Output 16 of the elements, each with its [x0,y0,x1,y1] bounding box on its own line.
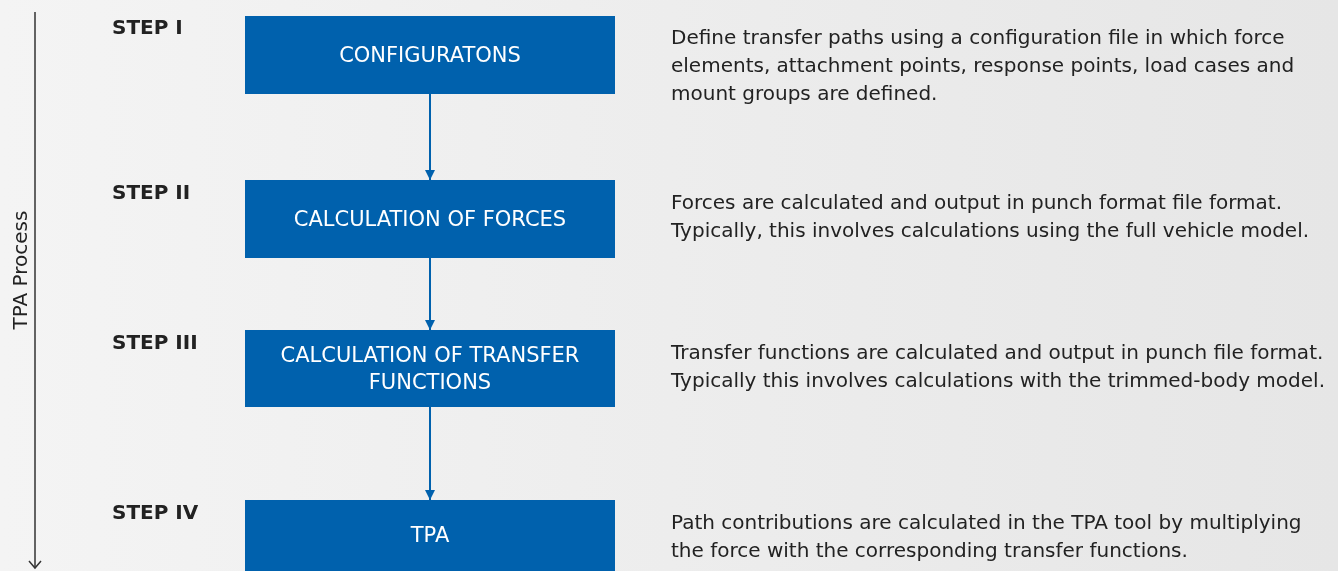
arrow [425,257,435,331]
step-label: STEP III [112,330,198,354]
axis-label: TPA Process [7,210,32,330]
description-text: Path contributions are calculated in the TPA tool by multiplying the force with the corresponding transfer functions. [671,509,1303,564]
arrow [425,93,435,181]
step-label: STEP I [112,15,183,39]
process-box: CALCULATION OF TRANSFER FUNCTIONS [245,330,615,407]
process-box: CALCULATION OF FORCES [245,180,615,258]
step-label: STEP IV [112,500,199,524]
process-box: TPA [245,500,615,571]
process-box: CONFIGURATONS [245,16,615,94]
description-text: Forces are calculated and output in punch format file format. Typically, this involves calculations using the full vehicle model. [671,189,1311,244]
arrow [425,406,435,501]
step-label: STEP II [112,180,191,204]
description-text: Define transfer paths using a configuration file in which force elements, attachment points, response points, load cases and mount groups are defined. [671,24,1296,107]
description-text: Transfer functions are calculated and output in punch file format. Typically this involves calculations with the trimmed-body model. [671,339,1326,394]
